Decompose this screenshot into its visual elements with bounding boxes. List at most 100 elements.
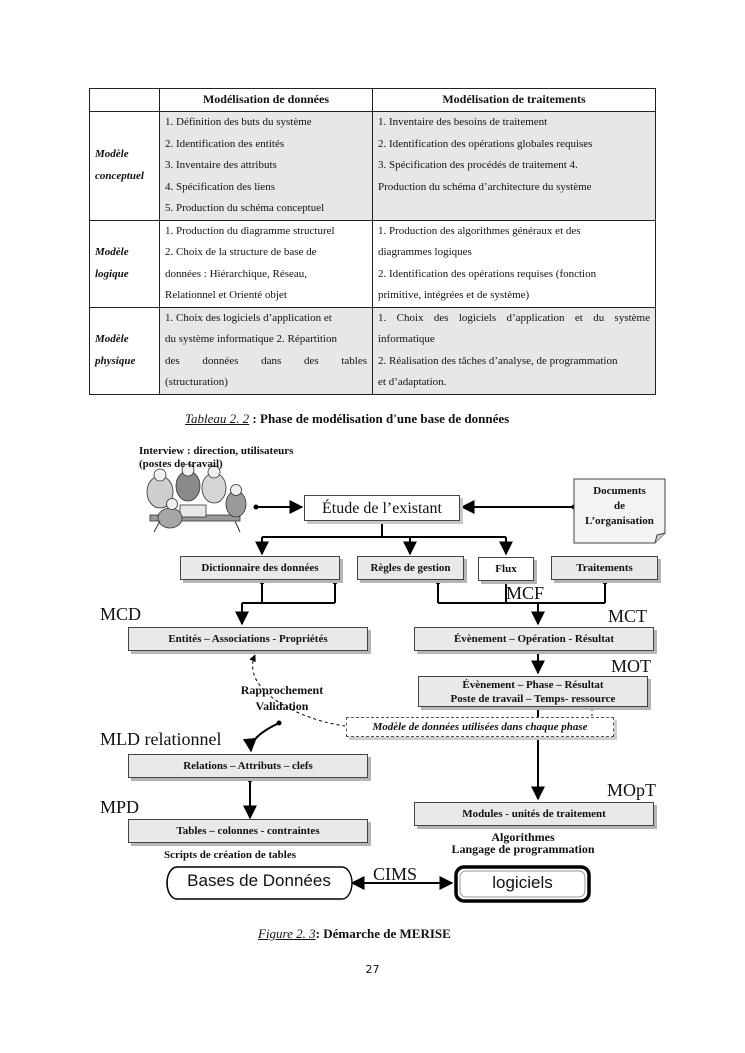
tables-box: Tables – colonnes - contraintes — [128, 819, 368, 843]
cell-line: (structuration) — [165, 376, 228, 388]
documents-line: L’organisation — [585, 515, 654, 527]
cims-label: CIMS — [373, 864, 418, 884]
rapprochement-label: Rapprochement Validation — [222, 682, 342, 714]
cell-line: Production du schéma d’architecture du s… — [378, 180, 592, 193]
entites-box: Entités – Associations - Propriétés — [128, 627, 368, 651]
flux-box: Flux — [478, 557, 534, 581]
cell-line: 1. Inventaire des besoins de traitement — [378, 116, 548, 128]
rapprochement-line: Validation — [255, 699, 309, 713]
treatment-cell: 1. Inventaire des besoins de traitement … — [372, 111, 656, 221]
table-row: Modèle conceptuel 1. Définition des buts… — [89, 111, 656, 221]
data-cell: 1. Choix des logiciels d’application et … — [159, 306, 373, 395]
mcd-label: MCD — [100, 604, 142, 624]
cell-line: 1. Production des algorithmes généraux e… — [378, 224, 581, 237]
people-illustration-icon — [146, 463, 247, 533]
algorithmes-line: Algorithmes — [491, 830, 555, 844]
logiciels-label: logiciels — [492, 873, 553, 892]
table-header-treatments: Modélisation de traitements — [372, 88, 656, 112]
figure-caption-text: : Démarche de MERISE — [315, 926, 451, 941]
row-label: Modèle physique — [89, 306, 160, 395]
cell-line: 5. Production du schéma conceptuel — [165, 202, 325, 214]
row-label: Modèle conceptuel — [89, 111, 160, 221]
cell-line: 1. Production du diagramme structurel — [165, 224, 335, 237]
cell-line: 2. Identification des entités — [165, 137, 285, 150]
modelisation-table: Modélisation de données Modélisation de … — [89, 88, 656, 395]
evenement-phase-line: Évènement – Phase – Résultat — [462, 678, 604, 691]
mcf-label: MCF — [506, 583, 545, 603]
cell-line: diagrammes logiques — [378, 246, 472, 258]
row-label-line: conceptuel — [95, 169, 144, 182]
row-label: Modèle logique — [89, 219, 160, 308]
treatment-cell: 1. Production des algorithmes généraux e… — [372, 219, 656, 308]
treatment-cell: 1. Choix des logiciels d’application et … — [372, 306, 656, 395]
cell-line: et d’adaptation. — [378, 376, 447, 388]
cell-line: du système informatique 2. Répartition — [165, 333, 337, 345]
cell-line: 1. Choix des logiciels d’application et … — [378, 311, 650, 324]
evenement-phase-line: Poste de travail – Temps- ressource — [450, 692, 616, 705]
interview-label: Interview : direction, utilisateurs (pos… — [139, 445, 293, 471]
mpd-label: MPD — [100, 797, 140, 817]
modules-box: Modules - unités de traitement — [414, 802, 654, 826]
row-label-line: Modèle — [95, 246, 129, 258]
interview-line: Interview : direction, utilisateurs — [139, 445, 294, 457]
data-cell: 1. Production du diagramme structurel 2.… — [159, 219, 373, 308]
data-cell: 1. Définition des buts du système 2. Ide… — [159, 111, 373, 221]
relations-box: Relations – Attributs – clefs — [128, 754, 368, 778]
cell-line: 1. Choix des logiciels d’application et — [165, 311, 332, 324]
cell-line: primitive, intégrées et de système) — [378, 289, 530, 301]
mot-label: MOT — [611, 656, 651, 676]
table-header-corner — [89, 88, 160, 112]
arrow-validation-relations — [242, 722, 280, 753]
documents-label: Documents de L’organisation — [574, 484, 665, 529]
mopt-label: MOpT — [607, 780, 656, 800]
documents-line: de — [614, 500, 625, 512]
modele-donnees-box: Modèle de données utilisées dans chaque … — [346, 717, 614, 737]
cell-line: 3. Spécification des procédés de traitem… — [378, 159, 578, 171]
dictionnaire-box: Dictionnaire des données — [180, 556, 340, 580]
mld-label: MLD relationnel — [100, 729, 222, 749]
diagram-connectors — [146, 463, 666, 903]
cell-line: Relationnel et Orienté objet — [165, 289, 287, 301]
table-row: Modèle logique 1. Production du diagramm… — [89, 219, 656, 308]
table-header-row: Modélisation de données Modélisation de … — [89, 88, 656, 112]
cell-line: 4. Spécification des liens — [165, 180, 275, 193]
merise-diagram: Interview : direction, utilisateurs (pos… — [0, 440, 745, 920]
table-header-data: Modélisation de données — [159, 88, 373, 112]
row-label-line: Modèle — [95, 148, 129, 161]
cell-line: 2. Choix de la structure de base de — [165, 246, 317, 258]
cell-line: 2. Identification des opérations requise… — [378, 267, 597, 280]
figure-caption: Figure 2. 3: Démarche de MERISE — [258, 926, 451, 942]
table-row: Modèle physique 1. Choix des logiciels d… — [89, 306, 656, 395]
mct-label: MCT — [608, 606, 648, 626]
logiciels-shape — [454, 865, 591, 903]
scripts-label: Scripts de création de tables — [164, 849, 296, 861]
cell-line: données : Hiérarchique, Réseau, — [165, 267, 308, 280]
algorithmes-label: Algorithmes Langage de programmation — [430, 831, 616, 855]
cell-line: des données dans des tables — [165, 354, 367, 367]
traitements-box: Traitements — [551, 556, 658, 580]
regles-box: Règles de gestion — [357, 556, 464, 580]
figure-caption-label: Figure 2. 3 — [258, 926, 316, 941]
cell-line: 2. Identification des opérations globale… — [378, 137, 593, 150]
dashed-link-entites — [249, 654, 346, 727]
rapprochement-line: Rapprochement — [240, 683, 324, 697]
interview-line: (postes de travail) — [139, 458, 223, 470]
row-label-line: logique — [95, 267, 129, 280]
cell-line: 1. Définition des buts du système — [165, 116, 312, 128]
evenement-phase-box: Évènement – Phase – Résultat Poste de tr… — [418, 676, 648, 707]
cell-line: 3. Inventaire des attributs — [165, 159, 277, 171]
evenement-box: Évènement – Opération - Résultat — [414, 627, 654, 651]
row-label-line: Modèle — [95, 333, 129, 345]
cell-line: 2. Réalisation des tâches d’analyse, de … — [378, 354, 618, 367]
table-caption-text: : Phase de modélisation d'une base de do… — [249, 411, 510, 426]
algorithmes-line: Langage de programmation — [451, 842, 595, 856]
row-label-line: physique — [95, 354, 136, 367]
table-caption: Tableau 2. 2 : Phase de modélisation d'u… — [185, 411, 509, 427]
database-cylinder-icon — [166, 866, 353, 900]
table-caption-label: Tableau 2. 2 — [185, 411, 250, 426]
cell-line: informatique — [378, 333, 435, 345]
bases-label: Bases de Données — [187, 871, 331, 890]
documents-line: Documents — [593, 485, 646, 497]
existant-box: Étude de l’existant — [304, 495, 460, 521]
page-number: 27 — [365, 963, 380, 976]
